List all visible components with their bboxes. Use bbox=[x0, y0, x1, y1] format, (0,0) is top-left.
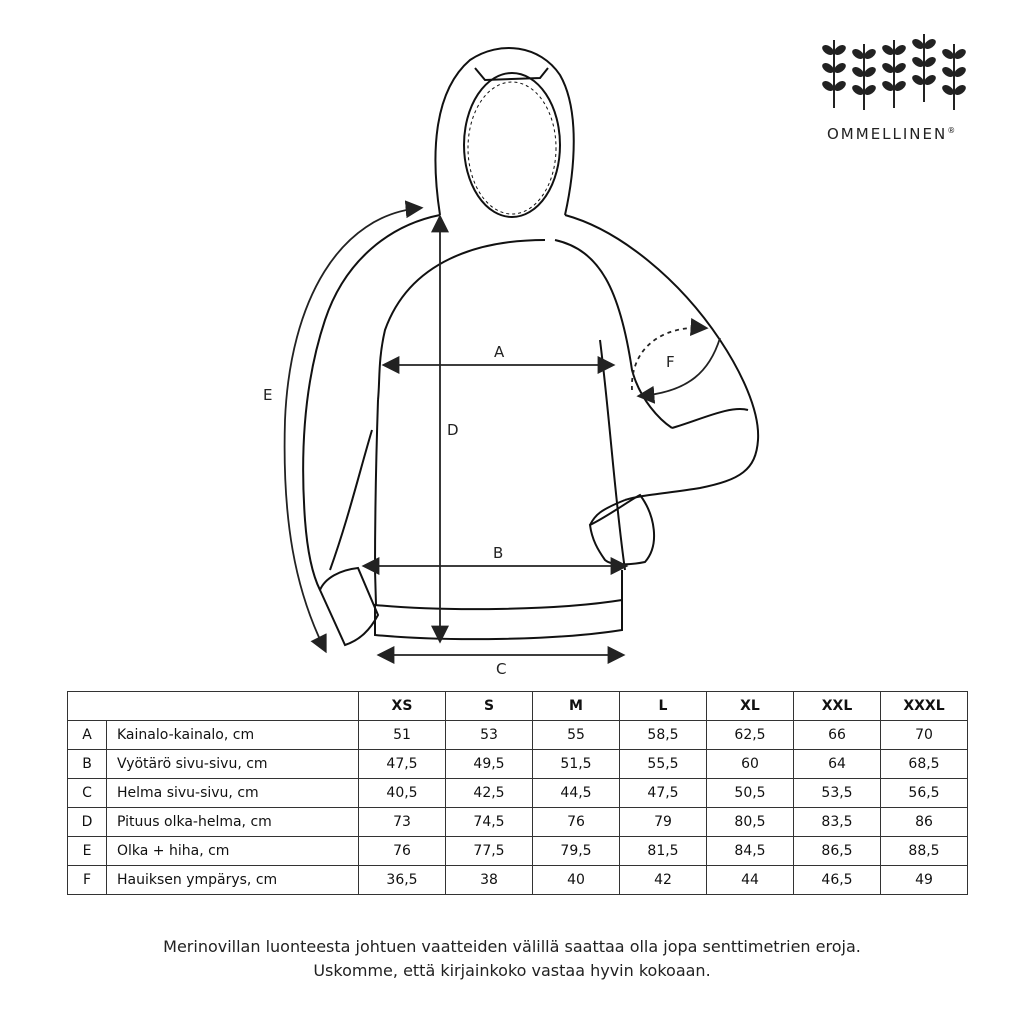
table-cell: 40,5 bbox=[358, 778, 446, 808]
size-header: XS bbox=[358, 691, 446, 721]
table-cell: 56,5 bbox=[880, 778, 968, 808]
table-cell: 44,5 bbox=[532, 778, 620, 808]
row-letter: B bbox=[67, 749, 107, 779]
brand-name: OMMELLINEN® bbox=[827, 125, 955, 143]
row-measurement-name: Olka + hiha, cm bbox=[106, 836, 359, 866]
table-cell: 51,5 bbox=[532, 749, 620, 779]
size-header: XXXL bbox=[880, 691, 968, 721]
size-header: XL bbox=[706, 691, 794, 721]
table-cell: 64 bbox=[793, 749, 881, 779]
label-b: B bbox=[493, 544, 504, 562]
arrow-e bbox=[283, 200, 424, 654]
label-f: F bbox=[666, 353, 675, 371]
table-cell: 81,5 bbox=[619, 836, 707, 866]
arrow-f-solid bbox=[636, 337, 721, 404]
table-cell: 42,5 bbox=[445, 778, 533, 808]
table-cell: 51 bbox=[358, 720, 446, 750]
table-cell: 55,5 bbox=[619, 749, 707, 779]
row-measurement-name: Pituus olka-helma, cm bbox=[106, 807, 359, 837]
header-blank bbox=[67, 691, 359, 721]
table-cell: 68,5 bbox=[880, 749, 968, 779]
table-cell: 88,5 bbox=[880, 836, 968, 866]
table-cell: 84,5 bbox=[706, 836, 794, 866]
row-measurement-name: Hauiksen ympärys, cm bbox=[106, 865, 359, 895]
table-cell: 47,5 bbox=[358, 749, 446, 779]
table-cell: 86 bbox=[880, 807, 968, 837]
row-letter: F bbox=[67, 865, 107, 895]
row-measurement-name: Vyötärö sivu-sivu, cm bbox=[106, 749, 359, 779]
table-cell: 44 bbox=[706, 865, 794, 895]
table-cell: 50,5 bbox=[706, 778, 794, 808]
table-cell: 66 bbox=[793, 720, 881, 750]
table-cell: 53 bbox=[445, 720, 533, 750]
table-cell: 58,5 bbox=[619, 720, 707, 750]
size-header: M bbox=[532, 691, 620, 721]
hoodie-outline bbox=[302, 47, 760, 647]
table-cell: 36,5 bbox=[358, 865, 446, 895]
table-cell: 38 bbox=[445, 865, 533, 895]
leaf-logo-icon bbox=[822, 33, 968, 110]
table-cell: 42 bbox=[619, 865, 707, 895]
row-measurement-name: Kainalo-kainalo, cm bbox=[106, 720, 359, 750]
table-cell: 76 bbox=[532, 807, 620, 837]
size-header: XXL bbox=[793, 691, 881, 721]
table-header-row: XS S M L XL XXL XXXL bbox=[67, 691, 968, 721]
table-cell: 86,5 bbox=[793, 836, 881, 866]
row-letter: E bbox=[67, 836, 107, 866]
brand-text: OMMELLINEN bbox=[827, 125, 948, 143]
table-cell: 49 bbox=[880, 865, 968, 895]
label-c: C bbox=[496, 660, 507, 678]
table-cell: 77,5 bbox=[445, 836, 533, 866]
table-cell: 74,5 bbox=[445, 807, 533, 837]
table-cell: 62,5 bbox=[706, 720, 794, 750]
row-letter: A bbox=[67, 720, 107, 750]
table-cell: 80,5 bbox=[706, 807, 794, 837]
row-measurement-name: Helma sivu-sivu, cm bbox=[106, 778, 359, 808]
table-cell: 79,5 bbox=[532, 836, 620, 866]
size-header: L bbox=[619, 691, 707, 721]
label-e: E bbox=[263, 386, 273, 404]
row-letter: C bbox=[67, 778, 107, 808]
table-cell: 79 bbox=[619, 807, 707, 837]
row-letter: D bbox=[67, 807, 107, 837]
table-cell: 76 bbox=[358, 836, 446, 866]
registered-mark: ® bbox=[947, 126, 956, 135]
table-cell: 55 bbox=[532, 720, 620, 750]
table-cell: 53,5 bbox=[793, 778, 881, 808]
table-cell: 70 bbox=[880, 720, 968, 750]
size-header: S bbox=[445, 691, 533, 721]
table-cell: 60 bbox=[706, 749, 794, 779]
label-a: A bbox=[494, 343, 505, 361]
footer-line-2: Uskomme, että kirjainkoko vastaa hyvin k… bbox=[313, 961, 711, 980]
table-cell: 83,5 bbox=[793, 807, 881, 837]
hoodie-diagram bbox=[283, 47, 760, 664]
measurement-arrows bbox=[283, 200, 721, 664]
table-cell: 40 bbox=[532, 865, 620, 895]
label-d: D bbox=[447, 421, 459, 439]
table-cell: 47,5 bbox=[619, 778, 707, 808]
footer-line-1: Merinovillan luonteesta johtuen vaatteid… bbox=[163, 937, 861, 956]
table-cell: 49,5 bbox=[445, 749, 533, 779]
table-cell: 73 bbox=[358, 807, 446, 837]
footer-note: Merinovillan luonteesta johtuen vaatteid… bbox=[0, 935, 1024, 983]
table-cell: 46,5 bbox=[793, 865, 881, 895]
